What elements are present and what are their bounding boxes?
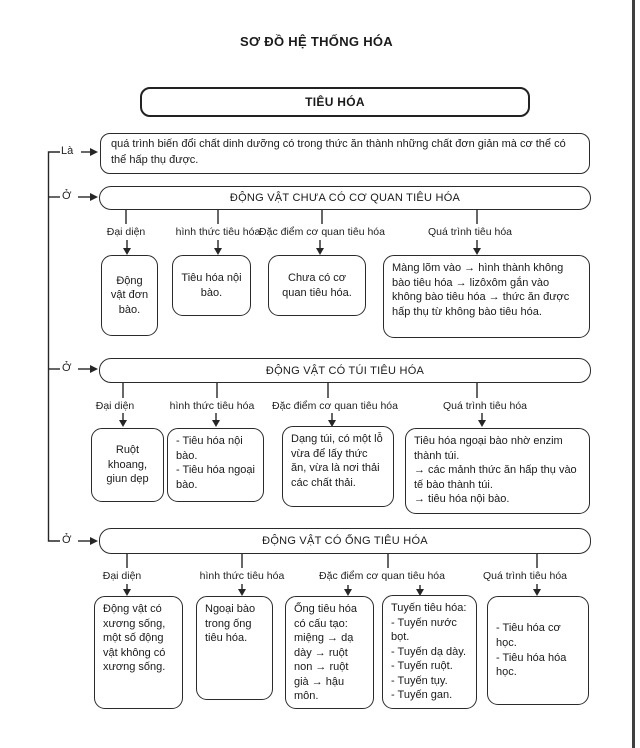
section-3-box-representative: Động vật có xương sống, một số động vật … — [94, 596, 183, 709]
section-2-col-label-1: Đại diện — [95, 400, 135, 412]
section-1-box-digestion-form: Tiêu hóa nội bào. — [172, 255, 251, 316]
page-title: SƠ ĐỒ HỆ THỐNG HÓA — [240, 34, 393, 49]
section-3-box-digestion-form: Ngoại bào trong ống tiêu hóa. — [196, 596, 273, 700]
section-3-box-glands: Tuyến tiêu hóa: - Tuyến nước bọt. - Tuyế… — [382, 595, 477, 709]
section-2-header: ĐỘNG VẬT CÓ TÚI TIÊU HÓA — [99, 358, 591, 383]
section-3-header: ĐỘNG VẬT CÓ ỐNG TIÊU HÓA — [99, 528, 591, 554]
section-1-stub-lines — [125, 210, 478, 248]
section-2-box-representative: Ruột khoang, giun dẹp — [91, 428, 164, 502]
section-3-col-label-3: Đặc điểm cơ quan tiêu hóa — [319, 570, 445, 582]
section-2-down-arrowheads — [119, 420, 486, 427]
section-1-header: ĐỘNG VẬT CHƯA CÓ CƠ QUAN TIÊU HÓA — [99, 186, 591, 210]
section-2-box-digestion-form: - Tiêu hóa nội bào. - Tiêu hóa ngoại bào… — [167, 428, 264, 502]
branch-arrowheads — [90, 148, 98, 545]
section-2-box-organ-features: Dạng túi, có một lỗ vừa để lấy thức ăn, … — [282, 426, 394, 507]
section-1-box-organ-features: Chưa có cơ quan tiêu hóa. — [268, 255, 366, 316]
section-3-box-tube-structure: Ống tiêu hóa có cấu tạo: miệng → dạ dày … — [285, 596, 374, 709]
section-3-col-label-1: Đại diện — [102, 570, 142, 582]
section-1-col-label-1: Đại diện — [106, 226, 146, 238]
section-2-col-label-4: Quá trình tiêu hóa — [442, 400, 528, 412]
branch-label-la: Là — [61, 145, 74, 157]
definition-box: quá trình biến đổi chất dinh dưỡng có tr… — [100, 133, 590, 174]
section-3-col-label-4: Quá trình tiêu hóa — [482, 570, 568, 582]
section-1-box-representative: Động vật đơn bào. — [101, 255, 158, 336]
root-node-tieu-hoa: TIÊU HÓA — [140, 87, 530, 117]
branch-label-o-1: Ở — [62, 190, 72, 202]
section-2-col-label-3: Đặc điểm cơ quan tiêu hóa — [272, 400, 398, 412]
section-2-box-process: Tiêu hóa ngoại bào nhờ enzim thành túi. … — [405, 428, 590, 514]
section-1-down-arrowheads — [123, 248, 481, 255]
section-3-stub-lines — [126, 554, 538, 589]
section-1-col-label-3: Đặc điểm cơ quan tiêu hóa — [259, 226, 385, 238]
branch-label-o-2: Ở — [62, 362, 72, 374]
section-2-col-label-2: hình thức tiêu hóa — [169, 400, 255, 412]
section-1-col-label-4: Quá trình tiêu hóa — [427, 226, 513, 238]
page-edge-line — [632, 0, 635, 748]
section-3-box-process: - Tiêu hóa cơ học. - Tiêu hóa hóa học. — [487, 596, 589, 705]
branch-spine — [47, 151, 90, 542]
section-1-col-label-2: hình thức tiêu hóa — [175, 226, 261, 238]
section-1-box-process: Màng lõm vào → hình thành không bào tiêu… — [383, 255, 590, 338]
section-3-down-arrowheads — [123, 589, 541, 596]
section-2-stub-lines — [122, 383, 483, 420]
branch-label-o-3: Ở — [62, 534, 72, 546]
section-3-col-label-2: hình thức tiêu hóa — [199, 570, 285, 582]
